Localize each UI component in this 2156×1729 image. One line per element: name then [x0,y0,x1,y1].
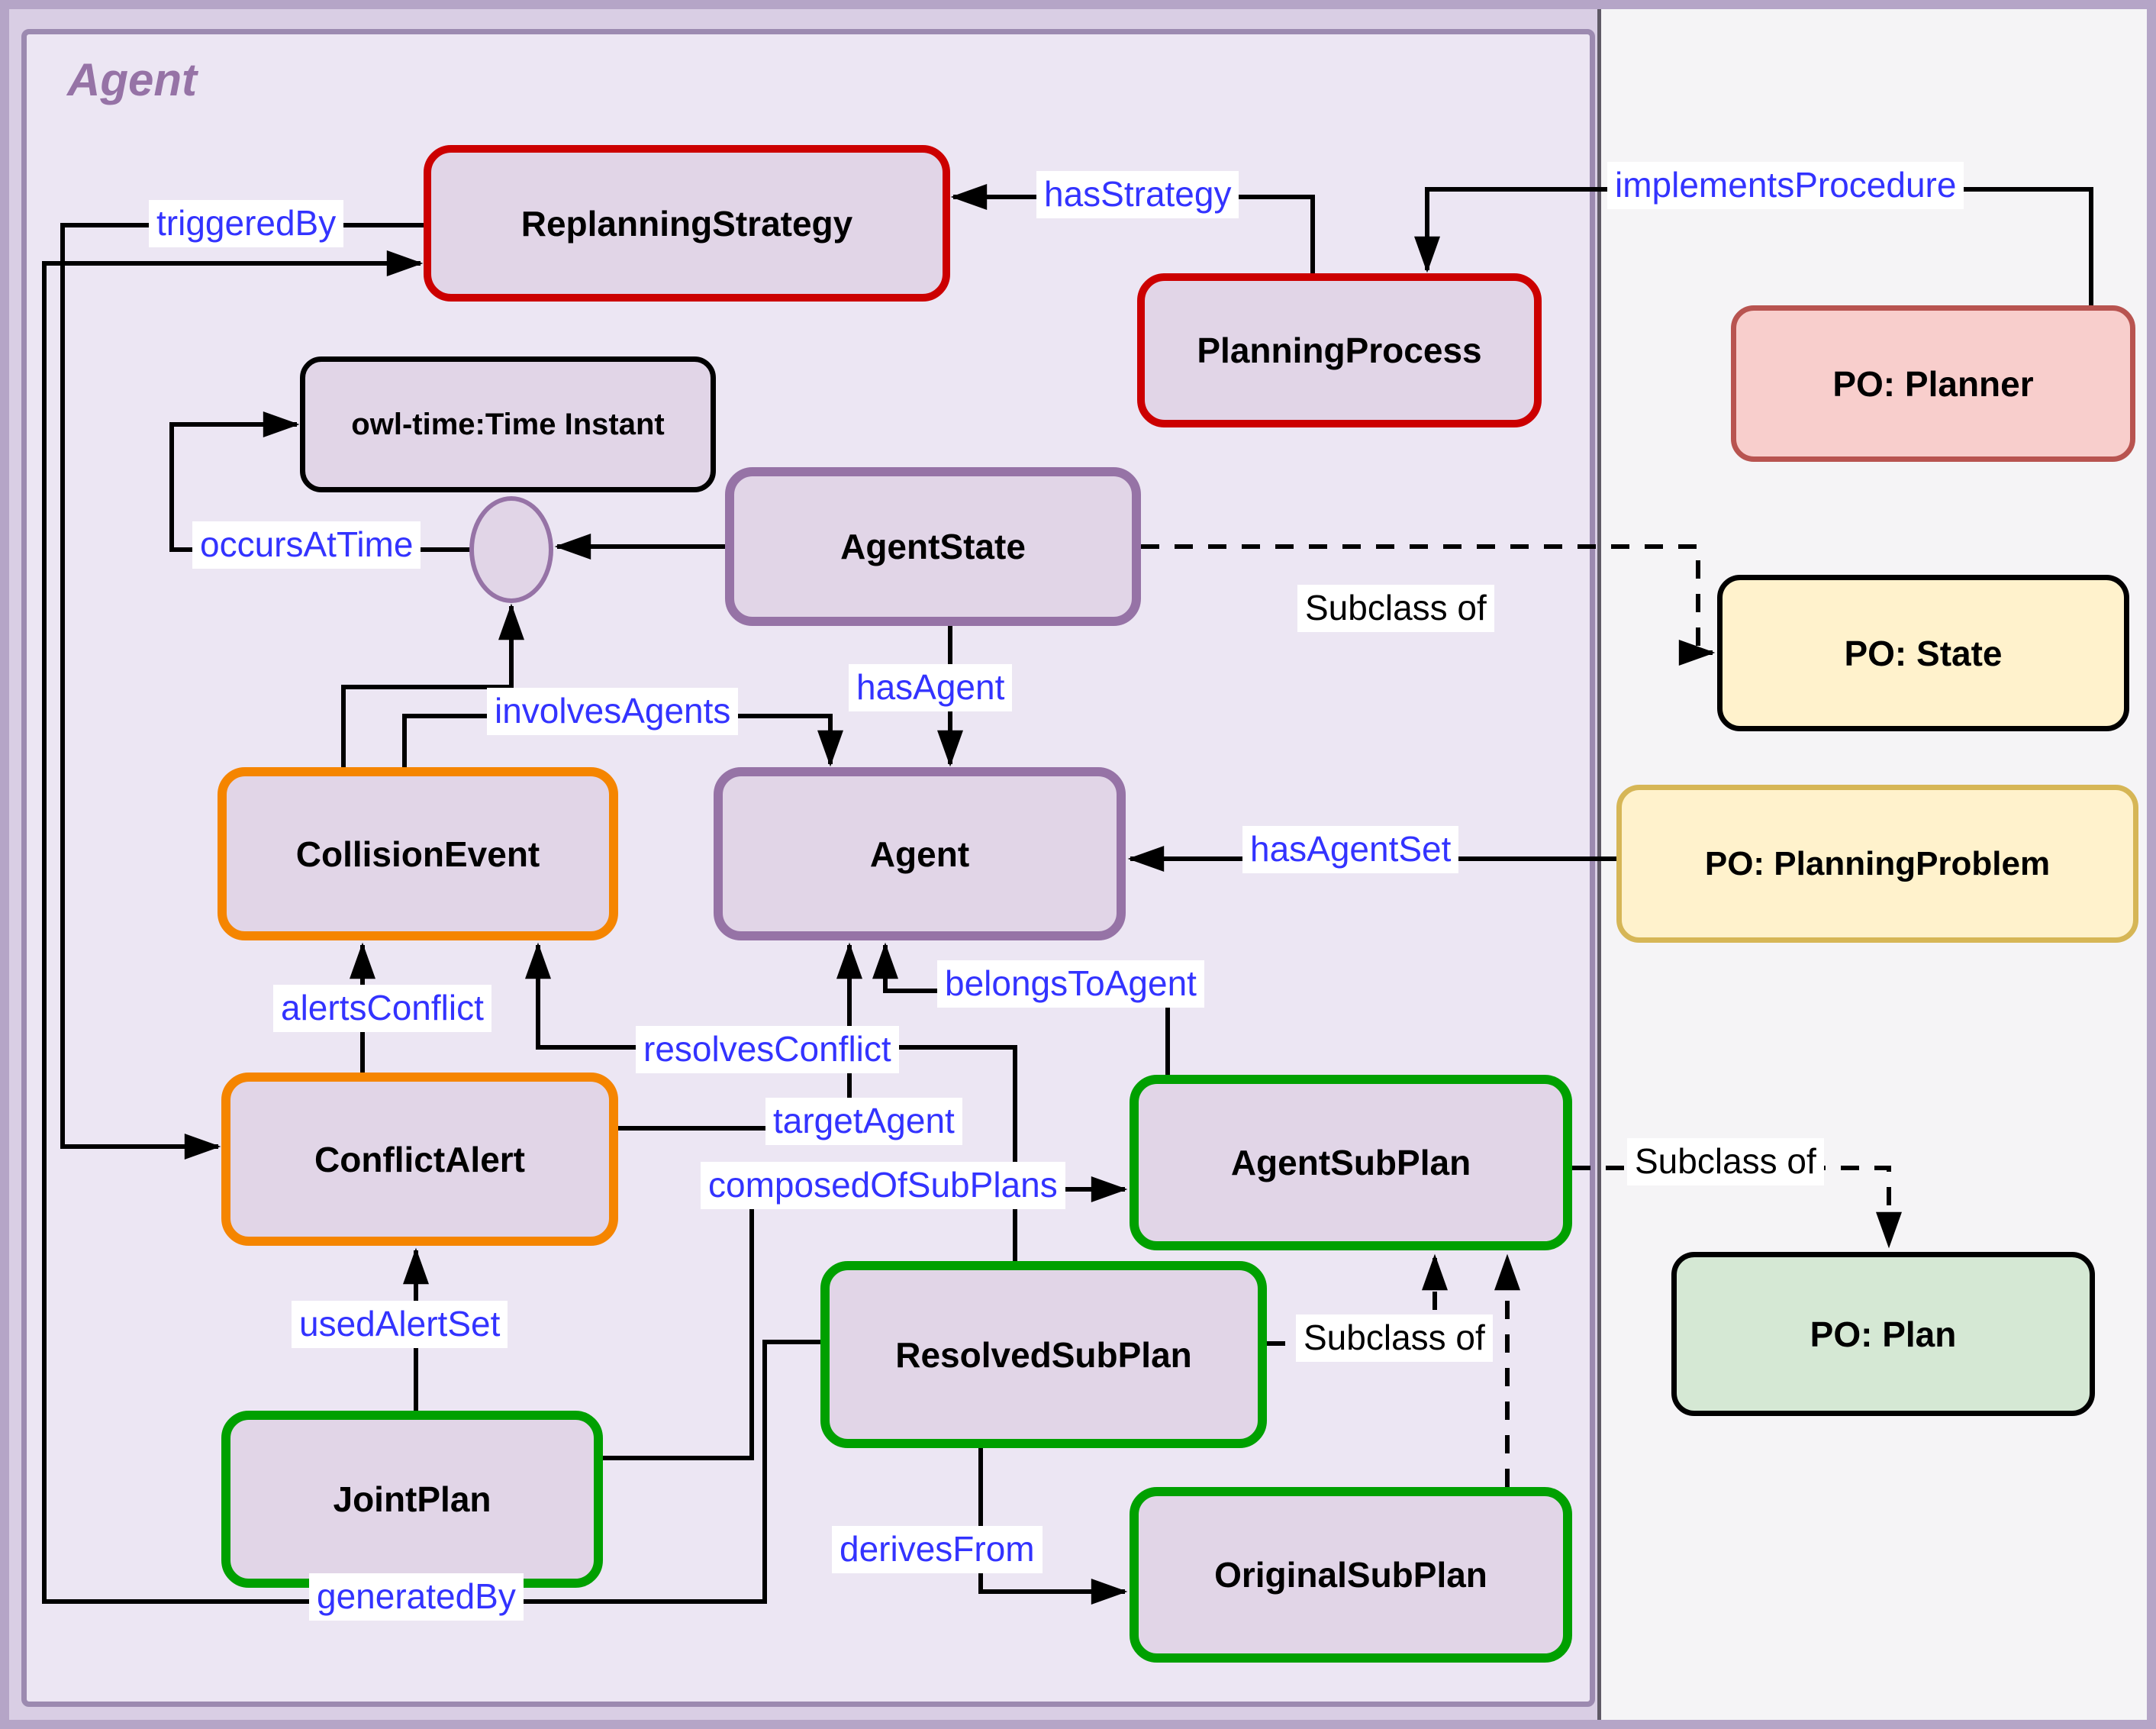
node-label: JointPlan [333,1479,491,1519]
node-label: PO: PlanningProblem [1704,844,2051,882]
edge-label-used-alert-set: usedAlertSet [292,1301,508,1348]
node-agent-state: AgentState [725,467,1141,626]
edge-label-alerts-conflict: alertsConflict [273,985,491,1032]
edge-label-target-agent: targetAgent [765,1098,962,1145]
edge-label-occurs-at-time: occursAtTime [192,521,421,569]
edge-occurs-at-time-from-collision-event [341,603,524,767]
node-replanning-strategy: ReplanningStrategy [424,145,950,302]
edge-label-composed-of-sub-plans: composedOfSubPlans [701,1162,1065,1209]
node-label: ResolvedSubPlan [895,1334,1192,1375]
agent-frame-title: Agent [67,54,197,105]
node-agent: Agent [714,767,1126,940]
node-label: PlanningProcess [1197,331,1482,370]
edge-label-belongs-to-agent: belongsToAgent [937,960,1204,1008]
edge-label-involves-agents: involvesAgents [487,688,739,735]
edge-label-generated-by: generatedBy [309,1573,524,1621]
edge-label-subclass-of-state: Subclass of [1297,585,1494,632]
node-label: ReplanningStrategy [520,203,853,244]
node-label: ConflictAlert [314,1139,525,1179]
node-label: OriginalSubPlan [1214,1555,1487,1595]
edge-label-triggered-by: triggeredBy [149,200,344,247]
edge-derives-from [978,1448,1128,1605]
edge-label-has-strategy: hasStrategy [1036,171,1239,218]
edge-label-resolves-conflict: resolvesConflict [636,1026,899,1073]
node-joint-plan: JointPlan [221,1411,603,1588]
edge-subclass-of-state [1141,544,1716,666]
node-original-sub-plan: OriginalSubPlan [1130,1487,1572,1663]
node-collision-event: CollisionEvent [218,767,618,940]
node-label: PO: Planner [1832,363,2034,404]
node-label: PO: Plan [1810,1314,1957,1354]
node-po-planning-problem: PO: PlanningProblem [1616,785,2138,943]
node-po-state: PO: State [1717,575,2129,731]
edge-label-has-agent: hasAgent [849,664,1013,711]
node-resolved-sub-plan: ResolvedSubPlan [820,1261,1267,1448]
node-conflict-alert: ConflictAlert [221,1073,618,1246]
node-po-planner: PO: Planner [1731,305,2135,462]
edge-label-subclass-of-sub-plans: Subclass of [1296,1314,1493,1362]
edge-label-derives-from: derivesFrom [832,1526,1043,1573]
node-label: Agent [869,834,970,874]
edge-label-has-agent-set: hasAgentSet [1242,826,1459,873]
edge-label-subclass-of-plan: Subclass of [1627,1138,1824,1185]
node-agent-sub-plan: AgentSubPlan [1130,1075,1572,1250]
node-label: owl-time:Time Instant [351,407,665,441]
node-label: CollisionEvent [295,834,540,874]
edge-label-implements-procedure: implementsProcedure [1607,162,1964,209]
node-po-plan: PO: Plan [1671,1252,2095,1416]
node-label: AgentSubPlan [1230,1143,1471,1182]
node-owl-time-instant: owl-time:Time Instant [300,356,716,492]
node-label: PO: State [1844,633,2003,673]
node-label: AgentState [840,527,1026,566]
occurs-at-time-junction-node [469,496,553,603]
node-planning-process: PlanningProcess [1137,273,1542,427]
